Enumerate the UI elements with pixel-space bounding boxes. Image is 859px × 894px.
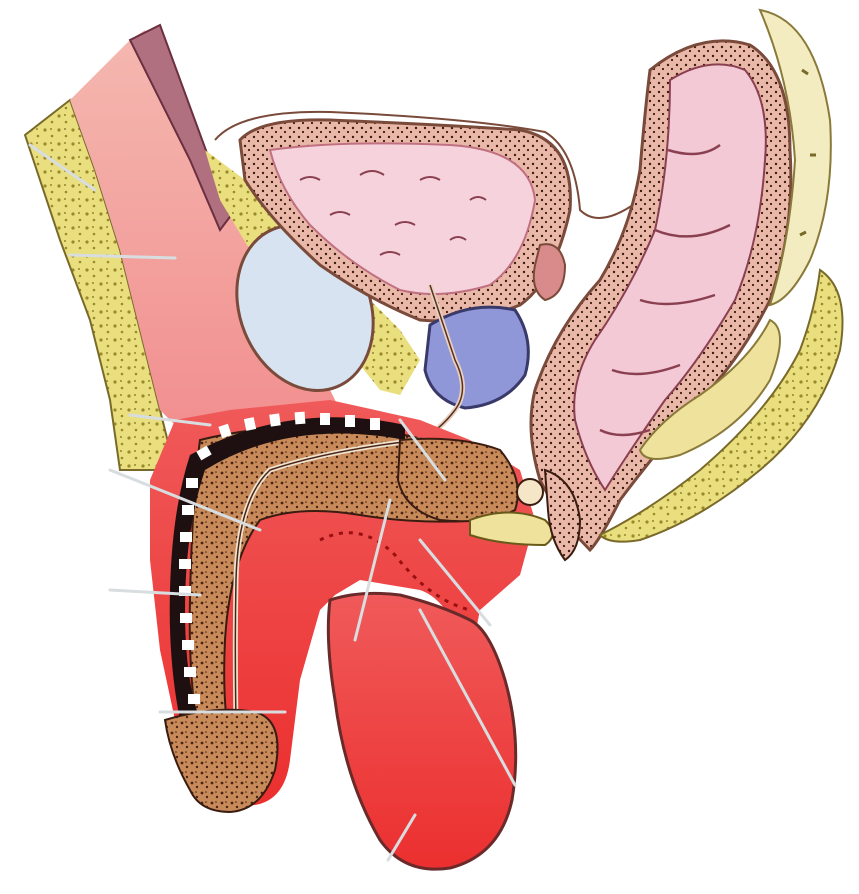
seminal-vesicle: [534, 244, 565, 300]
glans: [165, 710, 278, 812]
bulbourethral-gland: [517, 479, 543, 505]
penile-bulb: [398, 439, 518, 522]
